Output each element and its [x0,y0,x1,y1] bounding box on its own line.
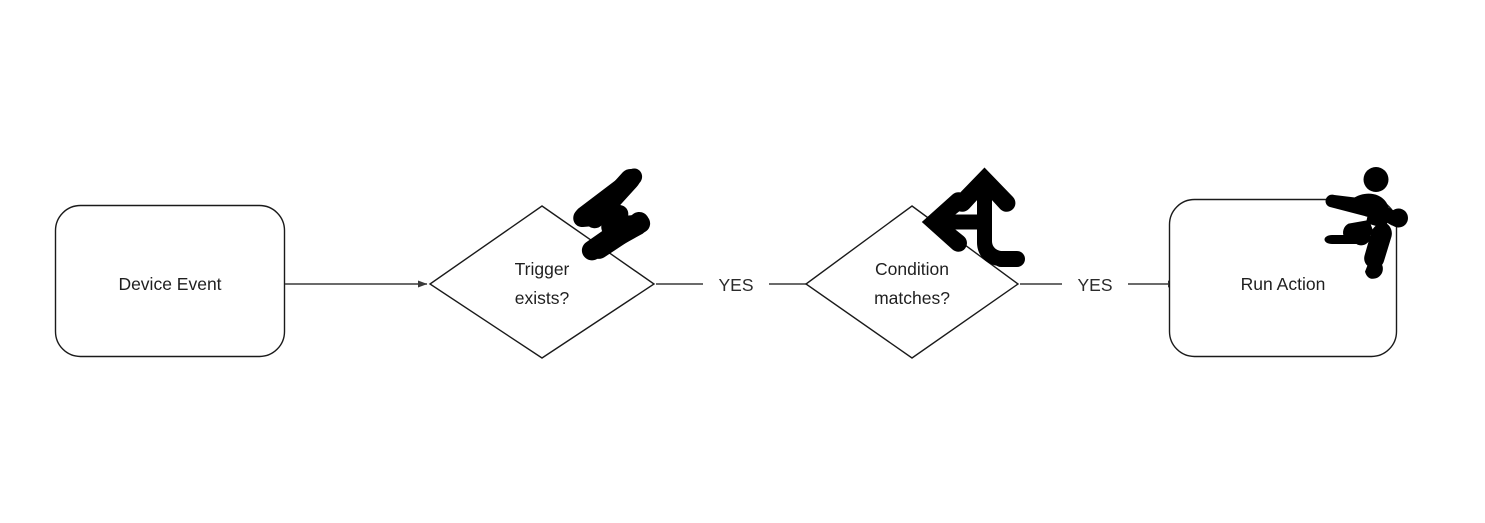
trigger-exists-label-line2: exists? [515,288,570,308]
edge-label-yes-2: YES [1077,275,1112,295]
branch-fork-arrow-icon [921,167,1025,267]
trigger-exists-diamond[interactable] [428,205,656,359]
condition-matches-label-line1: Condition [875,259,949,279]
lightning-bolt-icon [573,168,651,261]
edge-condition-to-action: YES [1020,275,1178,295]
device-event-label: Device Event [118,274,221,294]
device-event-box[interactable] [54,204,286,358]
condition-matches-label-line2: matches? [874,288,950,308]
trigger-exists-label-line1: Trigger [515,259,570,279]
edge-trigger-to-condition: YES [656,275,821,295]
run-action-label: Run Action [1241,274,1326,294]
edge-label-yes-1: YES [718,275,753,295]
node-trigger-exists[interactable]: Trigger exists? [428,205,656,359]
node-device-event[interactable]: Device Event [54,204,286,358]
running-person-icon [1324,167,1408,279]
